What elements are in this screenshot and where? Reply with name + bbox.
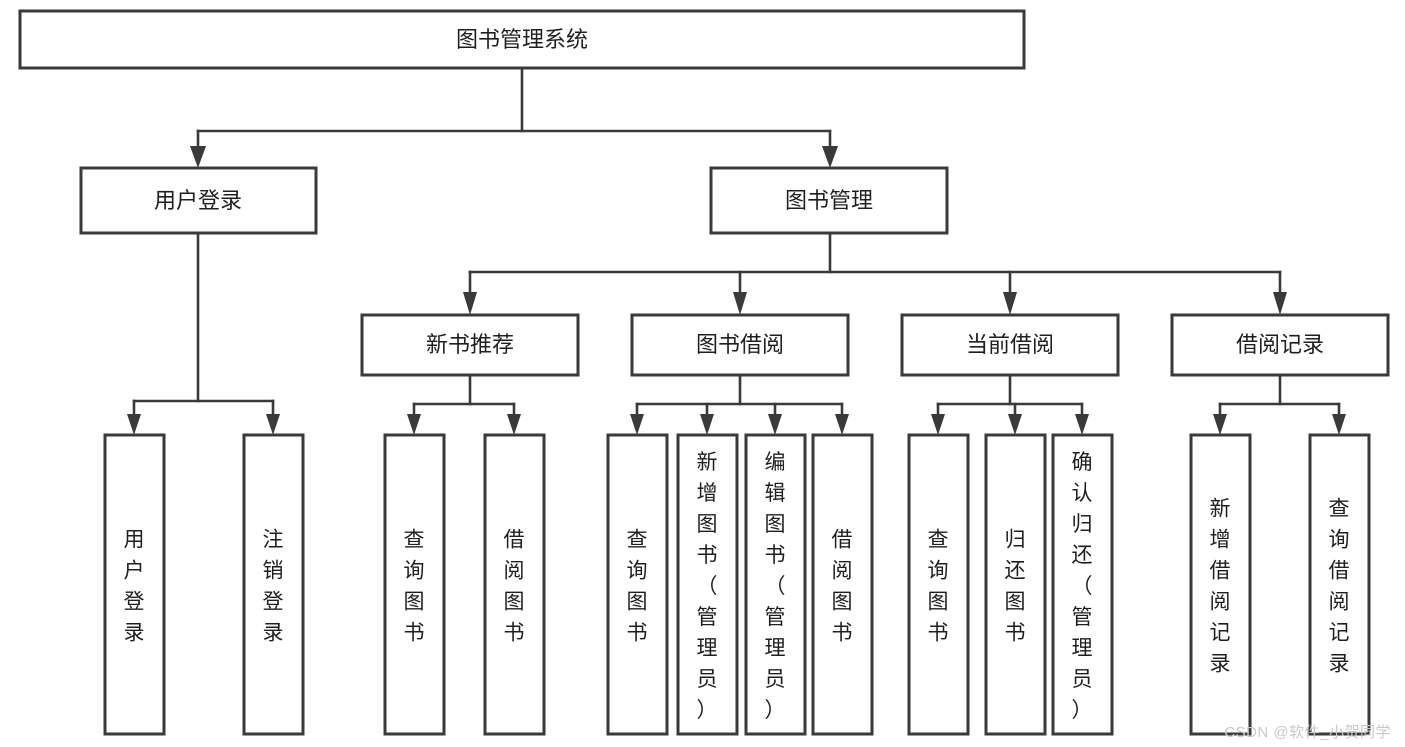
node-leaf-add-borrow-record-label: 新增借阅记录 bbox=[1210, 498, 1231, 676]
arrow-to-new-book-recommend bbox=[463, 292, 477, 315]
node-leaf-edit-book-admin[interactable]: 编辑图书（管理员） bbox=[744, 433, 807, 736]
node-leaf-confirm-return-admin[interactable]: 确认归还（管理员） bbox=[1051, 433, 1114, 736]
node-leaf-query-book-recommend[interactable]: 查询图书 bbox=[383, 433, 446, 736]
arrow-to-leaf-query-book-recommend bbox=[407, 414, 421, 435]
node-leaf-query-borrow-record-label: 查询借阅记录 bbox=[1329, 498, 1350, 676]
node-leaf-confirm-return-admin-box[interactable] bbox=[1051, 433, 1114, 736]
node-leaf-borrow-book-box[interactable] bbox=[811, 433, 874, 736]
node-new-book-recommend[interactable]: 新书推荐 bbox=[360, 313, 580, 377]
node-root[interactable]: 图书管理系统 bbox=[18, 9, 1026, 70]
node-book-borrow-box[interactable] bbox=[630, 313, 850, 377]
node-book-borrow-label: 图书借阅 bbox=[696, 332, 784, 357]
node-current-borrow-label: 当前借阅 bbox=[966, 332, 1054, 357]
node-borrow-record-box[interactable] bbox=[1170, 313, 1390, 377]
node-book-management-label: 图书管理 bbox=[785, 188, 873, 213]
edges-layer bbox=[127, 66, 1346, 435]
arrow-to-leaf-return-book bbox=[1008, 414, 1022, 435]
node-leaf-query-book-borrow[interactable]: 查询图书 bbox=[606, 433, 669, 736]
node-leaf-add-borrow-record[interactable]: 新增借阅记录 bbox=[1189, 433, 1252, 736]
node-leaf-query-book-recommend-box[interactable] bbox=[383, 433, 446, 736]
node-leaf-edit-book-admin-box[interactable] bbox=[744, 433, 807, 736]
node-user-login[interactable]: 用户登录 bbox=[79, 166, 318, 235]
node-root-box[interactable] bbox=[18, 9, 1026, 70]
node-leaf-user-login-label: 用户登录 bbox=[124, 529, 145, 645]
arrow-to-leaf-add-book-admin bbox=[700, 414, 714, 435]
arrow-to-leaf-confirm-return-admin bbox=[1075, 414, 1089, 435]
node-leaf-user-logout[interactable]: 注销登录 bbox=[242, 433, 305, 736]
arrow-to-leaf-user-login bbox=[127, 414, 141, 435]
node-leaf-borrow-book-recommend[interactable]: 借阅图书 bbox=[483, 433, 546, 736]
arrow-to-borrow-record bbox=[1273, 292, 1287, 315]
arrow-to-leaf-query-book-borrow bbox=[630, 414, 644, 435]
node-new-book-recommend-label: 新书推荐 bbox=[426, 332, 514, 357]
node-borrow-record[interactable]: 借阅记录 bbox=[1170, 313, 1390, 377]
node-root-label: 图书管理系统 bbox=[456, 27, 588, 52]
node-leaf-borrow-book-recommend-label: 借阅图书 bbox=[504, 529, 525, 645]
node-current-borrow-box[interactable] bbox=[900, 313, 1120, 377]
node-leaf-return-book-box[interactable] bbox=[984, 433, 1047, 736]
arrow-to-leaf-query-book-current bbox=[931, 414, 945, 435]
node-leaf-query-borrow-record-box[interactable] bbox=[1308, 433, 1371, 736]
node-leaf-add-book-admin-label: 新增图书（管理员） bbox=[697, 451, 718, 722]
leaf-nodes-layer: 用户登录 注销登录 查询图书 借阅图书 查询图书 新增图书（管理员） 编辑图书（… bbox=[103, 433, 1371, 736]
node-leaf-user-logout-label: 注销登录 bbox=[263, 529, 284, 645]
node-user-login-label: 用户登录 bbox=[154, 188, 242, 213]
node-leaf-edit-book-admin-label: 编辑图书（管理员） bbox=[765, 451, 786, 722]
arrow-to-leaf-user-logout bbox=[266, 414, 280, 435]
arrow-to-current-borrow bbox=[1003, 292, 1017, 315]
node-leaf-add-book-admin[interactable]: 新增图书（管理员） bbox=[676, 433, 739, 736]
arrow-to-leaf-borrow-book bbox=[835, 414, 849, 435]
node-leaf-confirm-return-admin-label: 确认归还（管理员） bbox=[1072, 451, 1093, 722]
node-leaf-query-book-borrow-box[interactable] bbox=[606, 433, 669, 736]
arrow-to-leaf-add-borrow-record bbox=[1213, 414, 1227, 435]
arrow-to-leaf-edit-book-admin bbox=[768, 414, 782, 435]
node-leaf-borrow-book-recommend-box[interactable] bbox=[483, 433, 546, 736]
node-leaf-query-book-recommend-label: 查询图书 bbox=[404, 529, 425, 645]
node-book-borrow[interactable]: 图书借阅 bbox=[630, 313, 850, 377]
node-leaf-query-book-current-label: 查询图书 bbox=[928, 529, 949, 645]
node-leaf-borrow-book-label: 借阅图书 bbox=[832, 529, 853, 645]
node-leaf-query-book-current-box[interactable] bbox=[907, 433, 970, 736]
node-book-management[interactable]: 图书管理 bbox=[709, 166, 949, 235]
node-borrow-record-label: 借阅记录 bbox=[1236, 332, 1324, 357]
node-leaf-add-book-admin-box[interactable] bbox=[676, 433, 739, 736]
node-user-login-box[interactable] bbox=[79, 166, 318, 235]
node-leaf-add-borrow-record-box[interactable] bbox=[1189, 433, 1252, 736]
csdn-watermark: CSDN @软件_小贺同学 bbox=[1224, 724, 1391, 741]
node-leaf-borrow-book[interactable]: 借阅图书 bbox=[811, 433, 874, 736]
node-leaf-query-book-borrow-label: 查询图书 bbox=[627, 529, 648, 645]
node-current-borrow[interactable]: 当前借阅 bbox=[900, 313, 1120, 377]
node-leaf-return-book-label: 归还图书 bbox=[1005, 529, 1026, 645]
arrow-to-book-borrow bbox=[733, 292, 747, 315]
arrow-to-leaf-query-borrow-record bbox=[1332, 414, 1346, 435]
node-leaf-return-book[interactable]: 归还图书 bbox=[984, 433, 1047, 736]
node-leaf-user-login[interactable]: 用户登录 bbox=[103, 433, 166, 736]
node-leaf-user-logout-box[interactable] bbox=[242, 433, 305, 736]
arrow-to-user-login bbox=[190, 146, 206, 168]
node-leaf-user-login-box[interactable] bbox=[103, 433, 166, 736]
node-leaf-query-borrow-record[interactable]: 查询借阅记录 bbox=[1308, 433, 1371, 736]
node-new-book-recommend-box[interactable] bbox=[360, 313, 580, 377]
arrow-to-leaf-borrow-book-recommend bbox=[507, 414, 521, 435]
arrow-to-book-management bbox=[822, 146, 838, 168]
node-book-management-box[interactable] bbox=[709, 166, 949, 235]
node-leaf-query-book-current[interactable]: 查询图书 bbox=[907, 433, 970, 736]
